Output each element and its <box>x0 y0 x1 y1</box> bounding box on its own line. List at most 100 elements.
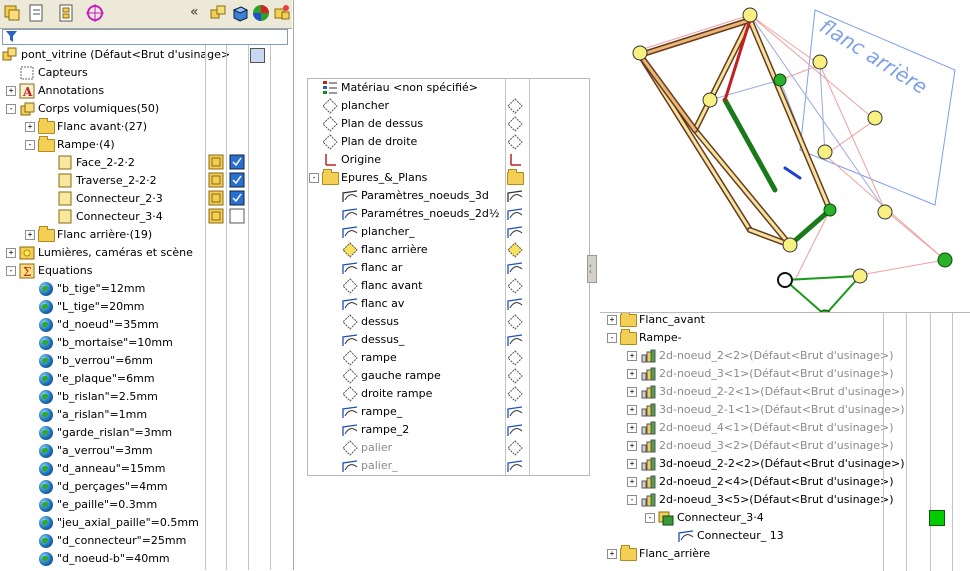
tree-row[interactable]: "d_noeud-b"=40mm <box>0 550 292 568</box>
tree-row[interactable]: "d_perçages"=4mm <box>0 478 292 496</box>
tree-row[interactable]: droite rampe <box>308 385 589 403</box>
collapse-toggle[interactable]: - <box>6 266 16 276</box>
tree-row[interactable]: Connecteur_3·4 <box>0 208 292 226</box>
tree-row[interactable]: flanc av <box>308 295 589 313</box>
tree-row[interactable]: "b_mortaise"=10mm <box>0 334 292 352</box>
tree-row[interactable]: -Rampe·(4) <box>0 136 292 154</box>
tree-row[interactable]: Connecteur_ 13 <box>600 527 970 545</box>
tree-row[interactable]: "e_plaque"=6mm <box>0 370 292 388</box>
expand-toggle[interactable]: + <box>627 405 637 415</box>
expand-toggle[interactable]: + <box>6 248 16 258</box>
tree-row[interactable]: "b_rislan"=2.5mm <box>0 388 292 406</box>
tree-row[interactable]: rampe_ <box>308 403 589 421</box>
expand-toggle[interactable]: + <box>627 459 637 469</box>
expand-toggle[interactable]: + <box>627 387 637 397</box>
tree-row[interactable]: +2d-noeud_2<4>(Défaut<Brut d'usinage>) <box>600 473 970 491</box>
tree-row[interactable]: "a_verrou"=3mm <box>0 442 292 460</box>
tree-row[interactable]: -Corps volumiques(50) <box>0 100 292 118</box>
tree-row[interactable]: pont_vitrine (Défaut<Brut d'usinage> <box>0 46 292 64</box>
tree-row[interactable]: Matériau <non spécifié> <box>308 79 589 97</box>
tree-row[interactable]: +Lumières, caméras et scène <box>0 244 292 262</box>
collapse-button[interactable]: « <box>190 4 199 20</box>
visibility-state-icon <box>507 331 523 349</box>
tree-row[interactable]: flanc arrière <box>308 241 589 259</box>
tree-row[interactable]: -Rampe- <box>600 329 970 347</box>
tree-row[interactable]: flanc avant <box>308 277 589 295</box>
tree-row[interactable]: palier <box>308 439 589 457</box>
tree-row[interactable]: plancher <box>308 97 589 115</box>
tree-row[interactable]: Connecteur_2·3 <box>0 190 292 208</box>
tree-row[interactable]: flanc ar <box>308 259 589 277</box>
tree-row[interactable]: +Flanc avant·(27) <box>0 118 292 136</box>
graphics-viewport[interactable]: flanc arrière <box>600 0 970 312</box>
tree-row[interactable]: "d_connecteur"=25mm <box>0 532 292 550</box>
tree-row[interactable]: gauche rampe <box>308 367 589 385</box>
tree-row[interactable]: Plan de dessus <box>308 115 589 133</box>
expand-toggle[interactable]: + <box>6 86 16 96</box>
expand-toggle[interactable]: + <box>25 230 35 240</box>
tree-row[interactable]: Paramétres_noeuds_2d½ <box>308 205 589 223</box>
feature-manager-tab-icon[interactable] <box>2 3 22 23</box>
expand-toggle[interactable]: + <box>627 441 637 451</box>
tree-row[interactable]: dessus_ <box>308 331 589 349</box>
tree-row[interactable]: +Flanc_arrière <box>600 545 970 563</box>
tree-row[interactable]: +Flanc_avant <box>600 313 970 329</box>
expand-toggle[interactable]: + <box>607 315 617 325</box>
collapse-toggle[interactable]: - <box>607 333 617 343</box>
tree-row[interactable]: +2d-noeud_3<2>(Défaut<Brut d'usinage>) <box>600 437 970 455</box>
expand-toggle[interactable]: + <box>627 423 637 433</box>
tree-row[interactable]: "e_paille"=0.3mm <box>0 496 292 514</box>
expand-toggle[interactable]: + <box>25 122 35 132</box>
tree-row[interactable]: +2d-noeud_2<2>(Défaut<Brut d'usinage>) <box>600 347 970 365</box>
tree-row[interactable]: Capteurs <box>0 64 292 82</box>
tree-row[interactable]: +3d-noeud_2-1<1>(Défaut<Brut d'usinage>) <box>600 401 970 419</box>
tree-row[interactable]: "garde_rislan"=3mm <box>0 424 292 442</box>
tree-row[interactable]: Paramètres_noeuds_3d <box>308 187 589 205</box>
tree-row[interactable]: rampe_2 <box>308 421 589 439</box>
flanc-arriere-plane[interactable] <box>799 9 956 206</box>
tree-row[interactable]: +2d-noeud_3<1>(Défaut<Brut d'usinage>) <box>600 365 970 383</box>
panel-splitter-handle[interactable]: ‹‹ <box>587 255 597 283</box>
collapse-toggle[interactable]: - <box>309 173 319 183</box>
tree-row[interactable]: rampe <box>308 349 589 367</box>
tree-row[interactable]: dessus <box>308 313 589 331</box>
display-pane-parts-icon[interactable] <box>208 3 228 23</box>
scene-icon[interactable] <box>272 3 292 23</box>
collapse-toggle[interactable]: - <box>25 140 35 150</box>
tree-row[interactable]: "d_anneau"=15mm <box>0 460 292 478</box>
tree-row[interactable]: "jeu_axial_paille"=0.5mm <box>0 514 292 532</box>
tree-row[interactable]: +Flanc arrière·(19) <box>0 226 292 244</box>
tree-row[interactable]: +3d-noeud_2-2<1>(Défaut<Brut d'usinage>) <box>600 383 970 401</box>
tree-row[interactable]: "d_noeud"=35mm <box>0 316 292 334</box>
appearance-sphere-icon[interactable] <box>251 3 271 23</box>
tree-row[interactable]: "a_rislan"=1mm <box>0 406 292 424</box>
tree-row[interactable]: -Epures_&_Plans <box>308 169 589 187</box>
tree-row[interactable]: "b_tige"=12mm <box>0 280 292 298</box>
collapse-toggle[interactable]: - <box>645 513 655 523</box>
expand-toggle[interactable]: + <box>627 477 637 487</box>
tree-row[interactable]: -2d-noeud_3<5>(Défaut<Brut d'usinage>) <box>600 491 970 509</box>
tree-row[interactable]: +2d-noeud_4<1>(Défaut<Brut d'usinage>) <box>600 419 970 437</box>
expand-toggle[interactable]: + <box>627 369 637 379</box>
tree-row[interactable]: +3d-noeud_2-2<2>(Défaut<Brut d'usinage>) <box>600 455 970 473</box>
tree-row[interactable]: "L_tige"=20mm <box>0 298 292 316</box>
expand-toggle[interactable]: + <box>627 351 637 361</box>
property-manager-tab-icon[interactable] <box>26 3 46 23</box>
collapse-toggle[interactable]: - <box>6 104 16 114</box>
collapse-toggle[interactable]: - <box>627 495 637 505</box>
tree-row[interactable]: palier_ <box>308 457 589 475</box>
configuration-manager-tab-icon[interactable] <box>56 3 76 23</box>
tree-row[interactable]: Traverse_2-2·2 <box>0 172 292 190</box>
display-mode-cube-icon[interactable] <box>230 3 250 23</box>
tree-row[interactable]: Face_2-2·2 <box>0 154 292 172</box>
tree-filter-input[interactable] <box>2 29 288 45</box>
dimxpert-tab-icon[interactable] <box>85 3 105 23</box>
tree-row[interactable]: Plan de droite <box>308 133 589 151</box>
tree-row[interactable]: "b_verrou"=6mm <box>0 352 292 370</box>
tree-row[interactable]: plancher_ <box>308 223 589 241</box>
expand-toggle[interactable]: + <box>607 549 617 559</box>
tree-row[interactable]: -Connecteur_3·4 <box>600 509 970 527</box>
tree-row[interactable]: Origine <box>308 151 589 169</box>
